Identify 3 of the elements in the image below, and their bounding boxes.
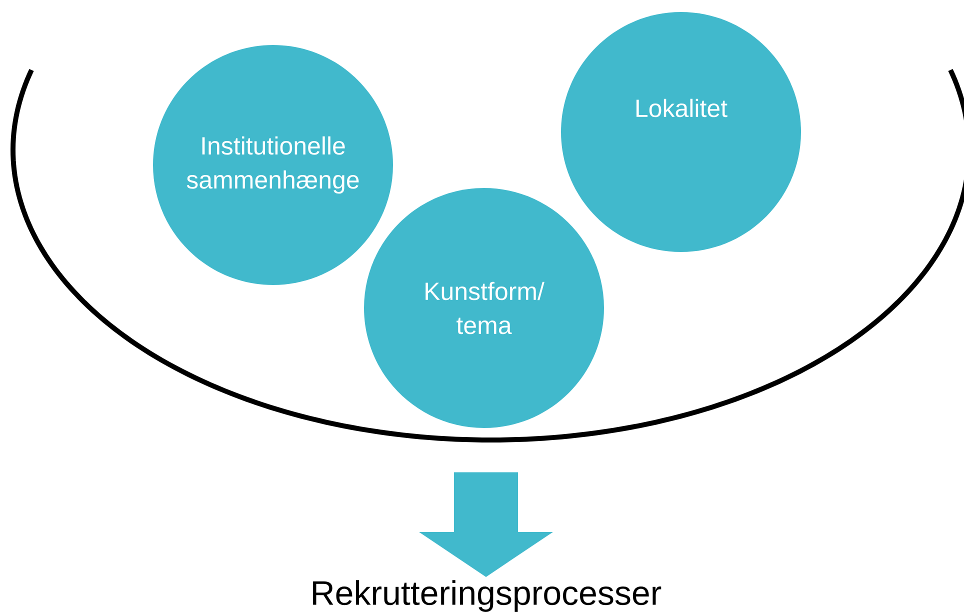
block-arrow	[419, 472, 553, 577]
bowl-curve	[10, 69, 964, 442]
caption-text: Rekrutteringsprocesser	[313, 580, 662, 612]
